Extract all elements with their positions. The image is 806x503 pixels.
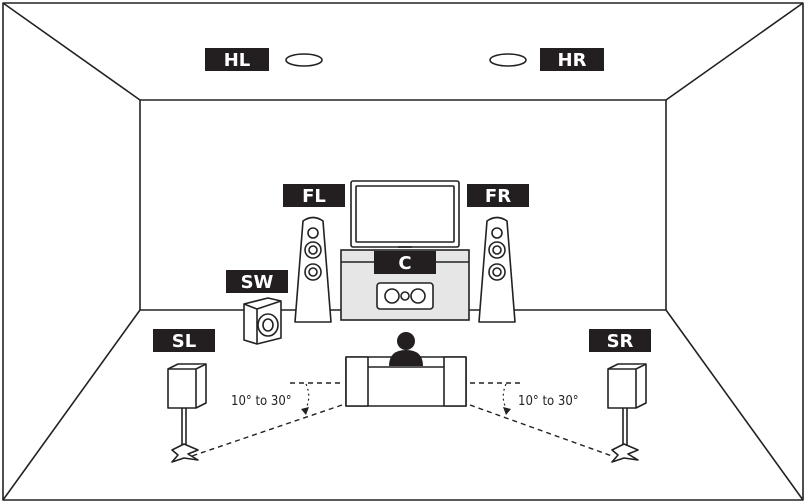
label-fr-text: FR: [485, 186, 511, 207]
surround-right-speaker-icon: [607, 363, 647, 463]
label-fl-text: FL: [302, 186, 326, 207]
right-angle-label: 10° to 30°: [518, 394, 579, 409]
label-hr: HR: [540, 48, 604, 71]
label-hl: HL: [205, 48, 269, 71]
floor-edge-right: [665, 309, 804, 501]
label-sw-text: SW: [241, 272, 274, 293]
center-speaker-icon: [376, 282, 434, 310]
label-fr: FR: [467, 184, 529, 207]
label-c: C: [374, 251, 436, 274]
surround-left-speaker-icon: [167, 363, 207, 463]
height-right-speaker-icon: [489, 53, 527, 67]
label-sw: SW: [226, 270, 288, 293]
label-sr-text: SR: [607, 331, 634, 352]
floor-edge-left: [2, 309, 141, 501]
right-angle-guide: [469, 382, 613, 457]
label-hl-text: HL: [224, 50, 251, 71]
left-angle-guide: [191, 382, 343, 457]
listener-icon: [389, 332, 423, 366]
ceiling-edge-right: [665, 2, 804, 101]
front-left-speaker-icon: [294, 216, 332, 323]
label-c-text: C: [398, 253, 411, 274]
label-hr-text: HR: [558, 50, 587, 71]
label-sl-text: SL: [172, 331, 196, 352]
height-left-speaker-icon: [285, 53, 323, 67]
left-angle-label: 10° to 30°: [231, 394, 292, 409]
tv-icon: [350, 180, 460, 248]
subwoofer-icon: [243, 297, 282, 345]
ceiling-edge-left: [2, 2, 141, 101]
label-sl: SL: [153, 329, 215, 352]
label-sr: SR: [589, 329, 651, 352]
label-fl: FL: [283, 184, 345, 207]
front-right-speaker-icon: [478, 216, 516, 323]
